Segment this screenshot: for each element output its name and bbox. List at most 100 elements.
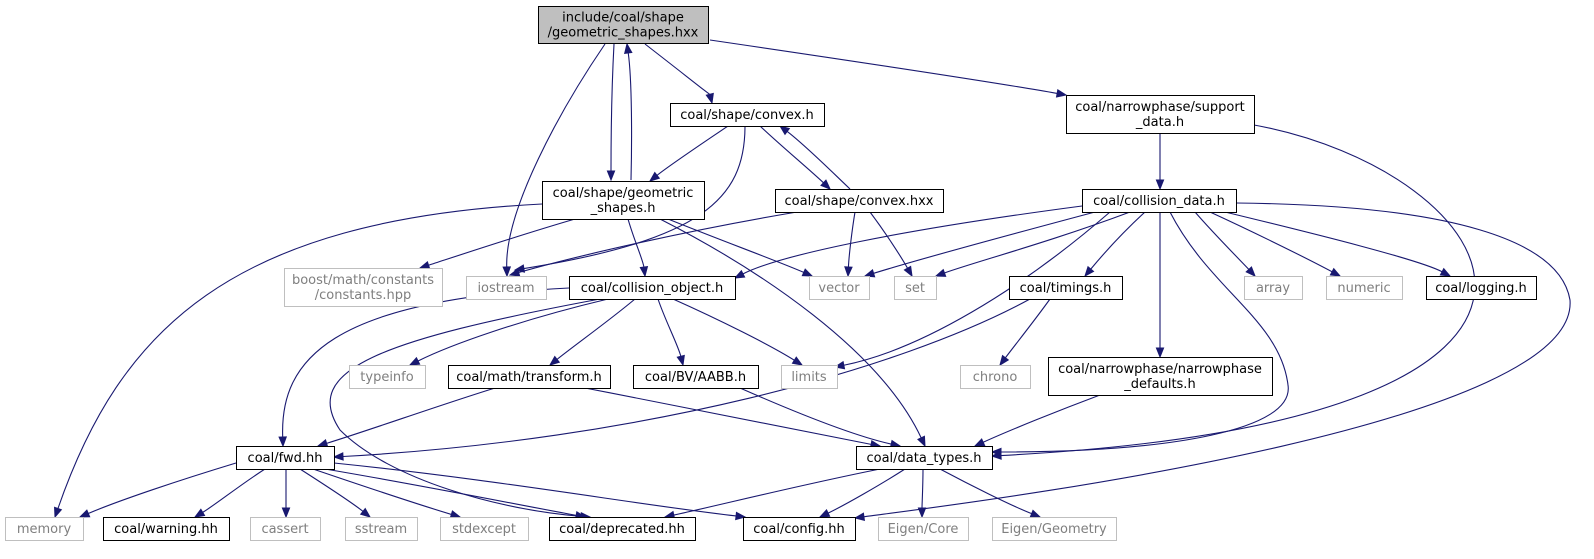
edge-geometric_shapes_h-to-collision_object <box>627 218 649 278</box>
node-stdexcept[interactable]: stdexcept <box>440 517 529 541</box>
node-label: array <box>1256 281 1290 296</box>
node-label: coal/shape/convex.hxx <box>785 194 934 209</box>
node-collision-data[interactable]: coal/collision_data.h <box>1082 189 1237 213</box>
node-label: Eigen/Geometry <box>1001 522 1107 537</box>
node-label: coal/config.hh <box>753 522 844 537</box>
edge-fwd-to-stdexcept <box>312 468 462 519</box>
node-transform[interactable]: coal/math/transform.h <box>448 365 611 389</box>
node-label: coal/deprecated.hh <box>559 522 685 537</box>
node-chrono[interactable]: chrono <box>960 365 1031 389</box>
node-label: coal/narrowphase/narrowphase <box>1058 362 1262 377</box>
edge-collision_data-to-set <box>934 211 1131 277</box>
edge-transform-to-data_types <box>584 387 882 449</box>
edge-aabb-to-data_types <box>739 387 902 449</box>
edge-timings-to-fwd <box>332 298 1031 461</box>
node-label: _defaults.h <box>1123 377 1195 392</box>
node-label: coal/logging.h <box>1435 281 1527 296</box>
edge-root-to-convex_h <box>644 43 714 105</box>
node-label: coal/fwd.hh <box>248 451 323 466</box>
node-numeric[interactable]: numeric <box>1326 276 1403 300</box>
node-label: _shapes.h <box>590 201 656 216</box>
node-sstream[interactable]: sstream <box>345 517 418 541</box>
node-label: coal/timings.h <box>1020 281 1112 296</box>
edge-collision_data-to-logging <box>1224 211 1452 277</box>
node-label: cassert <box>261 522 308 537</box>
edge-fwd-to-warning <box>193 468 266 518</box>
node-label: coal/collision_object.h <box>581 281 724 296</box>
edge-convex_hxx-to-convex_h <box>778 125 851 190</box>
edge-fwd-to-memory <box>78 462 237 518</box>
edge-fwd-to-cassert <box>281 468 291 519</box>
node-root[interactable]: include/coal/shape/geometric_shapes.hxx <box>538 6 709 44</box>
node-set[interactable]: set <box>894 276 937 300</box>
edge-geometric_shapes_h-to-memory <box>54 203 543 519</box>
node-array[interactable]: array <box>1244 276 1303 300</box>
node-label: /constants.hpp <box>315 288 412 303</box>
edge-transform-to-fwd <box>316 387 496 448</box>
node-label: memory <box>17 522 72 537</box>
node-deprecated[interactable]: coal/deprecated.hh <box>549 517 696 541</box>
edge-data_types-to-eigen_core <box>917 468 927 519</box>
edge-collision_data-to-collision_object <box>733 205 1083 279</box>
node-label: coal/math/transform.h <box>456 370 602 385</box>
node-timings[interactable]: coal/timings.h <box>1009 276 1123 300</box>
node-aabb[interactable]: coal/BV/AABB.h <box>633 365 759 389</box>
node-label: numeric <box>1337 281 1390 296</box>
node-label: coal/warning.hh <box>114 522 218 537</box>
node-support-data[interactable]: coal/narrowphase/support_data.h <box>1066 95 1255 134</box>
node-memory[interactable]: memory <box>5 517 84 541</box>
edge-convex_hxx-to-iostream <box>508 211 798 277</box>
node-label: limits <box>791 370 827 385</box>
node-label: coal/shape/geometric <box>553 186 694 201</box>
node-label: typeinfo <box>360 370 413 385</box>
edge-convex_hxx-to-vector <box>844 211 856 278</box>
node-label: vector <box>818 281 860 296</box>
edge-convex_h-to-convex_hxx <box>759 125 831 190</box>
node-convex-h[interactable]: coal/shape/convex.h <box>670 103 825 127</box>
node-eigen-geometry[interactable]: Eigen/Geometry <box>992 517 1117 541</box>
edge-support_data-to-collision_data <box>1155 133 1165 191</box>
node-config[interactable]: coal/config.hh <box>743 517 856 541</box>
node-narrowphase-defaults[interactable]: coal/narrowphase/narrowphase_defaults.h <box>1048 357 1273 396</box>
node-cassert[interactable]: cassert <box>250 517 321 541</box>
edge-convex_h-to-geometric_shapes_h <box>648 125 729 182</box>
node-label: stdexcept <box>452 522 516 537</box>
node-typeinfo[interactable]: typeinfo <box>349 365 426 389</box>
node-label: coal/shape/convex.h <box>680 108 814 123</box>
edge-collision_object-to-deprecated <box>329 298 601 521</box>
node-label: iostream <box>477 281 534 296</box>
node-vector[interactable]: vector <box>809 276 870 300</box>
node-warning[interactable]: coal/warning.hh <box>103 517 230 541</box>
node-label: include/coal/shape <box>562 11 684 26</box>
node-boost-constants[interactable]: boost/math/constants/constants.hpp <box>284 268 443 307</box>
edge-collision_data-to-vector <box>863 211 1096 278</box>
node-label: sstream <box>355 522 407 537</box>
edge-collision_data-to-data_types <box>990 211 1289 457</box>
node-fwd[interactable]: coal/fwd.hh <box>236 446 335 470</box>
node-eigen-core[interactable]: Eigen/Core <box>878 517 969 541</box>
edge-geometric_shapes_h-to-boost_constants <box>418 218 576 270</box>
edge-collision_data-to-timings <box>1084 211 1146 278</box>
node-logging[interactable]: coal/logging.h <box>1426 276 1537 300</box>
edge-timings-to-chrono <box>999 298 1051 367</box>
edge-geometric_shapes_h-to-root <box>624 42 633 181</box>
node-label: chrono <box>973 370 1018 385</box>
edge-collision_data-to-narrowphase_defaults <box>1155 212 1165 359</box>
node-limits[interactable]: limits <box>781 365 838 389</box>
node-convex-hxx[interactable]: coal/shape/convex.hxx <box>775 189 944 213</box>
edge-collision_object-to-typeinfo <box>408 298 609 366</box>
edge-fwd-to-sstream <box>299 468 372 518</box>
node-geometric-shapes-h[interactable]: coal/shape/geometric_shapes.h <box>542 181 705 220</box>
node-label: coal/BV/AABB.h <box>645 370 746 385</box>
edge-root-to-geometric_shapes_h <box>606 43 616 182</box>
node-label: /geometric_shapes.hxx <box>548 26 699 41</box>
node-data-types[interactable]: coal/data_types.h <box>856 446 993 470</box>
node-iostream[interactable]: iostream <box>466 276 547 300</box>
edge-collision_object-to-aabb <box>657 298 685 367</box>
node-label: _data.h <box>1135 115 1184 130</box>
node-collision-object[interactable]: coal/collision_object.h <box>569 276 736 300</box>
edge-collision_data-to-config <box>853 202 1571 522</box>
node-label: coal/collision_data.h <box>1093 194 1225 209</box>
node-label: coal/data_types.h <box>866 451 981 466</box>
